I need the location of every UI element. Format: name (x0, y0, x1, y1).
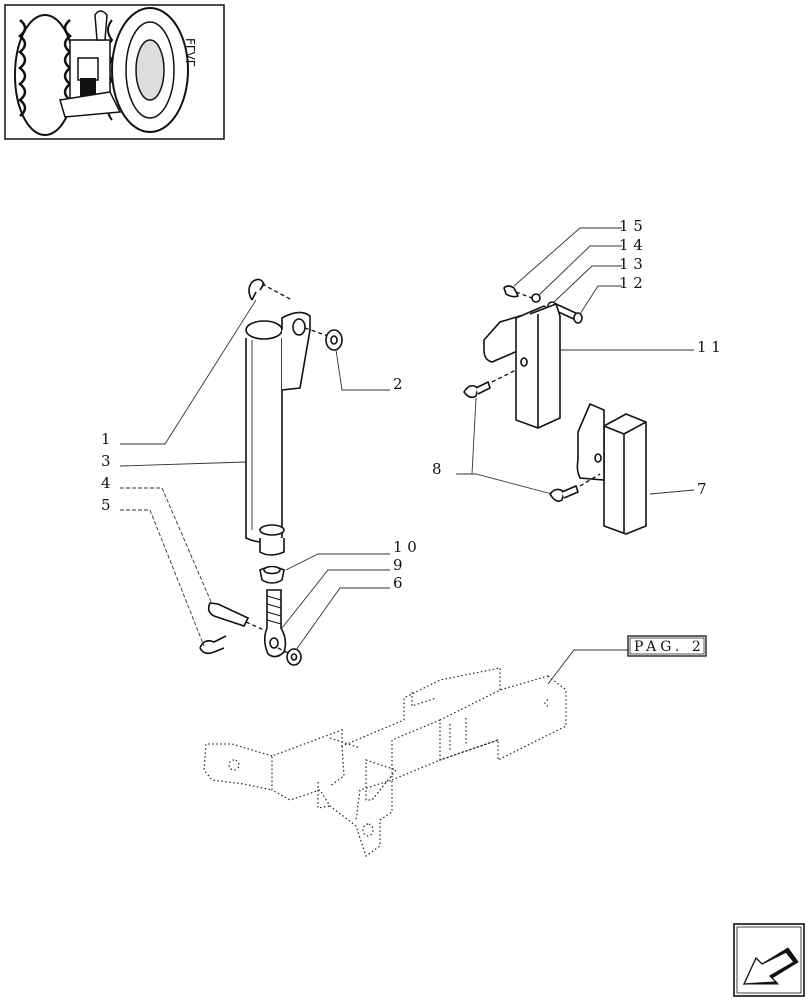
clip-part-5 (199, 635, 227, 655)
label-8: 8 (432, 460, 442, 478)
tractor-thumbnail: FΓVΓ (4, 4, 225, 140)
tube-part-7 (603, 413, 647, 535)
spring-clip-part-1 (248, 278, 265, 301)
page-reference-box[interactable]: PAG. 2 (627, 635, 707, 657)
pin-part-4 (207, 602, 250, 627)
label-12: 1 2 (619, 274, 643, 292)
screw-part-15 (503, 285, 520, 298)
leader-lines (119, 227, 695, 685)
post-assembly (199, 278, 343, 666)
label-5: 5 (101, 496, 111, 514)
callout-labels: 1 3 4 5 2 1 0 9 6 1 5 1 4 1 3 1 2 1 1 8 … (101, 217, 721, 592)
frame-reference (203, 667, 567, 857)
bracket-part-11 (483, 314, 521, 363)
label-1: 1 (101, 430, 111, 448)
label-4: 4 (101, 474, 111, 492)
label-9: 9 (393, 556, 403, 574)
wing-bolt-part-8-lower (549, 488, 565, 502)
support-assembly (463, 285, 647, 535)
label-11: 1 1 (697, 338, 721, 356)
label-2: 2 (393, 375, 403, 393)
label-14: 1 4 (619, 236, 643, 254)
wing-bolt-part-8-upper (463, 384, 479, 399)
thumbnail-text: FΓVΓ (183, 38, 197, 67)
page-reference-text: PAG. 2 (634, 639, 705, 655)
label-13: 1 3 (619, 255, 643, 273)
label-15: 1 5 (619, 217, 643, 235)
label-3: 3 (101, 452, 111, 470)
label-10: 1 0 (393, 538, 417, 556)
eye-bolt-part-9 (263, 589, 287, 658)
label-7: 7 (697, 480, 707, 498)
label-6: 6 (393, 574, 403, 592)
arrow-left-icon[interactable] (733, 923, 805, 997)
